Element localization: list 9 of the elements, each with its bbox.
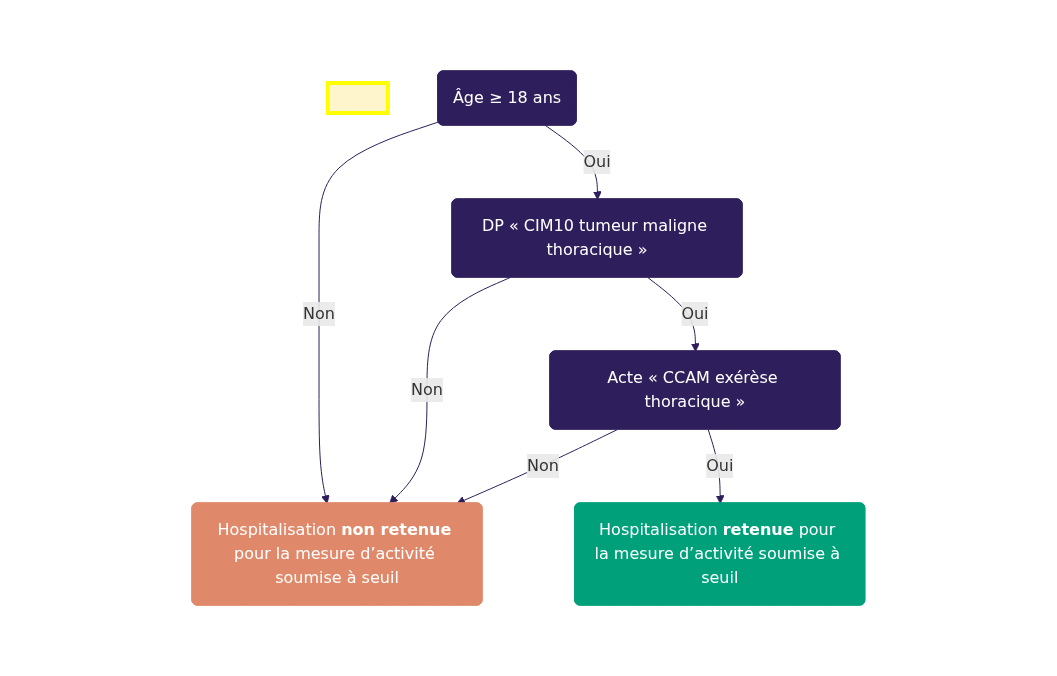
edge-label: Non [303, 304, 336, 323]
edge-label: Oui [706, 456, 734, 475]
edge-label: Oui [681, 304, 709, 323]
node-box [326, 81, 390, 115]
edge-label: Non [411, 380, 444, 399]
arrow [318, 121, 440, 504]
edge-label: Non [527, 456, 560, 475]
edge-label: Oui [583, 152, 611, 171]
arrow [389, 277, 511, 504]
